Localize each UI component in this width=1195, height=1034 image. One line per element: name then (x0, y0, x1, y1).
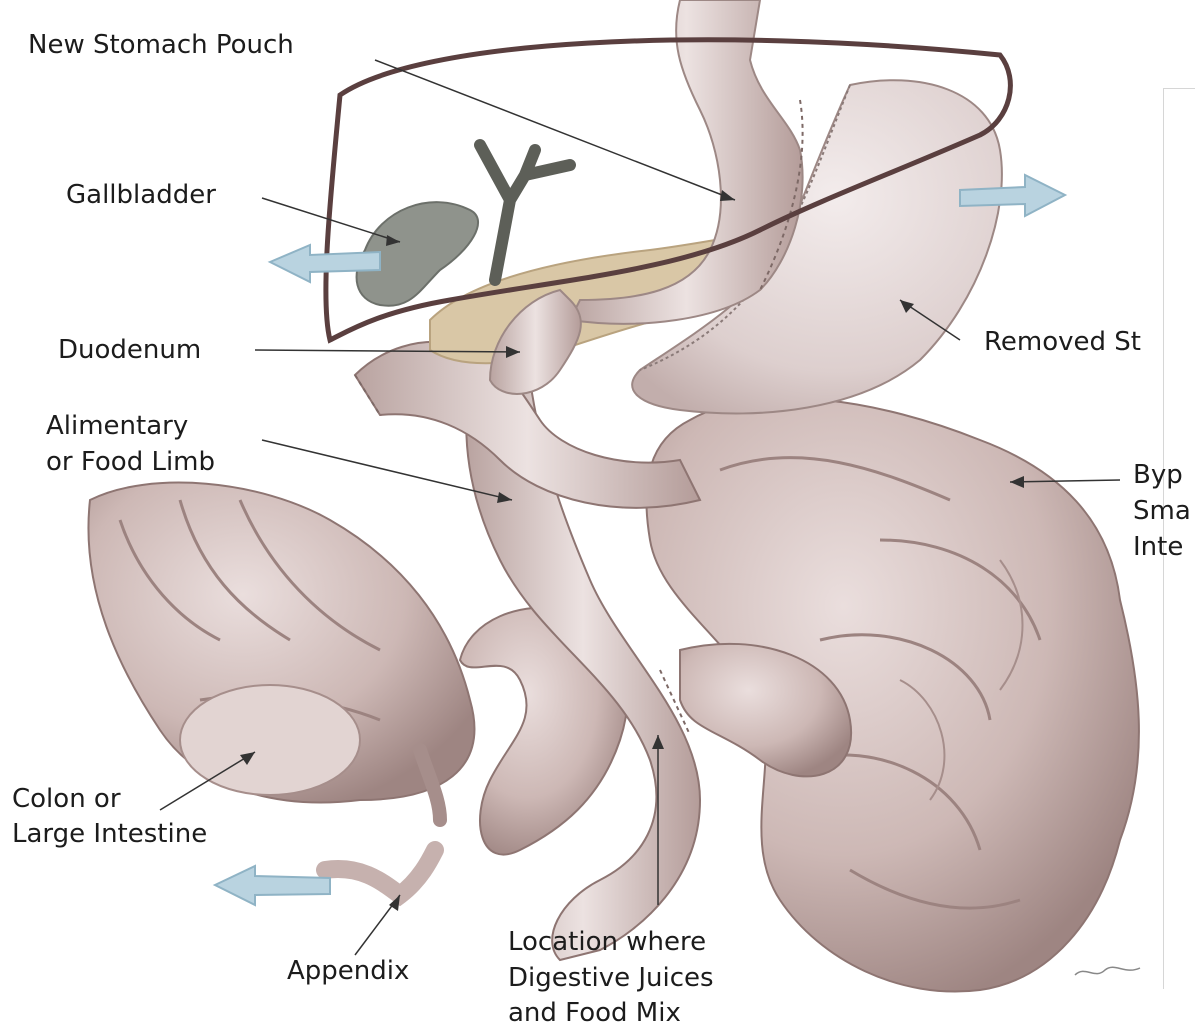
label-location-line3: and Food Mix (508, 996, 681, 1030)
appendix (325, 850, 435, 895)
label-bypassed-line2: Sma (1133, 494, 1191, 528)
label-location-line2: Digestive Juices (508, 961, 714, 995)
label-alimentary-line2: or Food Limb (46, 445, 215, 479)
bile-duct (480, 145, 570, 280)
label-alimentary-line1: Alimentary (46, 409, 188, 443)
label-bypassed-line1: Byp (1133, 458, 1183, 492)
label-bypassed-line3: Inte (1133, 530, 1183, 564)
label-location-line1: Location where (508, 925, 706, 959)
artist-signature (1075, 967, 1140, 975)
label-colon-line1: Colon or (12, 782, 121, 816)
label-duodenum: Duodenum (58, 333, 201, 367)
label-new-stomach-pouch: New Stomach Pouch (28, 28, 294, 62)
label-appendix: Appendix (287, 954, 409, 988)
label-colon-line2: Large Intestine (12, 817, 207, 851)
label-gallbladder: Gallbladder (66, 178, 216, 212)
colon (88, 483, 474, 820)
label-removed-stomach: Removed St (984, 325, 1141, 359)
